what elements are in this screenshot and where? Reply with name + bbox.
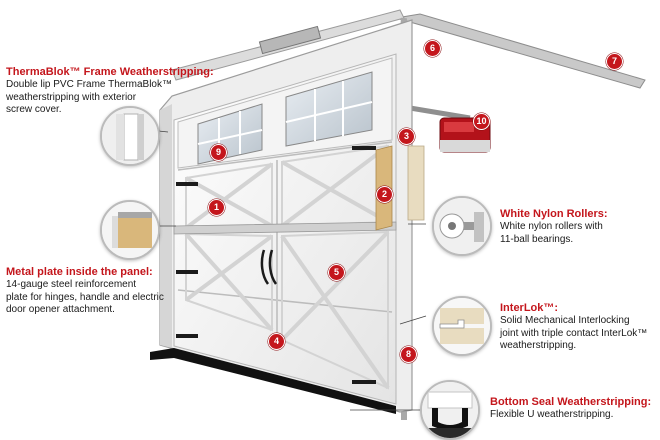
- callout-rollers: White Nylon Rollers: White nylon rollers…: [500, 208, 655, 246]
- callout-interlok-desc-3: weatherstripping.: [500, 340, 577, 351]
- callout-thermablok: ThermaBlok™ Frame Weatherstripping: Doub…: [6, 66, 214, 117]
- hinges: [176, 146, 376, 384]
- marker-8: 8: [400, 346, 417, 363]
- callout-metal-plate-desc-2: plate for hinges, handle and electric: [6, 291, 164, 303]
- weatherstrip-detail-icon: [100, 106, 160, 166]
- callout-thermablok-desc-1: Double lip PVC Frame ThermaBlok™: [6, 79, 172, 90]
- callout-bottom-seal-desc-1: Flexible U weatherstripping.: [490, 409, 614, 420]
- opener-rail: [409, 105, 471, 121]
- callout-bottom-seal-title: Bottom Seal Weatherstripping:: [490, 396, 652, 408]
- x-brace-panels: [184, 144, 390, 390]
- callout-metal-plate-desc-3: door opener attachment.: [6, 304, 115, 315]
- callout-metal-plate-title: Metal plate inside the panel:: [6, 266, 153, 278]
- reinforcement-strut: [173, 221, 397, 235]
- marker-3: 3: [398, 128, 415, 145]
- bottom-seal: [150, 348, 396, 414]
- callout-rollers-desc-1: White nylon rollers with: [500, 221, 603, 232]
- marker-6: 6: [424, 40, 441, 57]
- section-joint-3: [177, 289, 393, 313]
- marker-5: 5: [328, 264, 345, 281]
- callout-thermablok-desc-3: screw cover.: [6, 104, 62, 115]
- callout-interlok: InterLok™: Solid Mechanical Interlocking…: [500, 302, 655, 353]
- horizontal-track: [395, 13, 646, 89]
- callout-interlok-desc-1: Solid Mechanical Interlocking: [500, 315, 630, 326]
- marker-7: 7: [606, 53, 623, 70]
- callout-metal-plate: Metal plate inside the panel: 14-gauge s…: [6, 266, 191, 317]
- marker-1: 1: [208, 199, 225, 216]
- interlok-detail-icon: [432, 296, 492, 356]
- door-handle-right: [268, 249, 278, 285]
- marker-2: 2: [376, 186, 393, 203]
- window-right: [285, 71, 373, 147]
- callout-rollers-title: White Nylon Rollers:: [500, 208, 608, 220]
- callout-interlok-title: InterLok™:: [500, 302, 559, 314]
- callout-interlok-desc-2: joint with triple contact InterLok™: [500, 327, 648, 339]
- callout-thermablok-title: ThermaBlok™ Frame Weatherstripping:: [6, 66, 214, 78]
- metal-plate-detail-icon: [100, 200, 160, 260]
- roller-detail-icon: [432, 196, 492, 256]
- torsion-spring: [258, 25, 322, 55]
- bottom-seal-detail-icon: [420, 380, 480, 440]
- callout-metal-plate-desc-1: 14-gauge steel reinforcement: [6, 279, 137, 290]
- callout-thermablok-desc-2: weatherstripping with exterior: [6, 91, 137, 103]
- marker-10: 10: [473, 113, 490, 130]
- callout-bottom-seal: Bottom Seal Weatherstripping: Flexible U…: [490, 396, 655, 422]
- door-handle-left: [260, 249, 270, 285]
- jamb-seal: [407, 145, 425, 221]
- marker-9: 9: [210, 144, 227, 161]
- callout-rollers-desc-2: 11-ball bearings.: [500, 233, 574, 245]
- marker-4: 4: [268, 333, 285, 350]
